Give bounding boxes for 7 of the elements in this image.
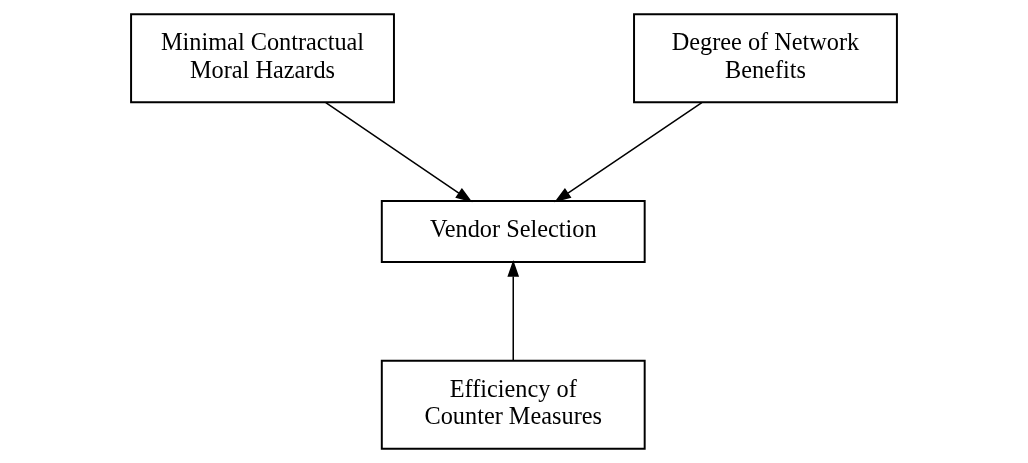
- arrow: [507, 259, 520, 362]
- node-box: Degree of Network Benefits: [633, 13, 898, 104]
- node-box: Minimal Contractual Moral Hazards: [130, 13, 395, 104]
- node-box: Efficiency of Counter Measures: [380, 359, 646, 450]
- node-box: Vendor Selection: [380, 200, 646, 263]
- arrow: [325, 101, 473, 203]
- arrow: [554, 101, 703, 203]
